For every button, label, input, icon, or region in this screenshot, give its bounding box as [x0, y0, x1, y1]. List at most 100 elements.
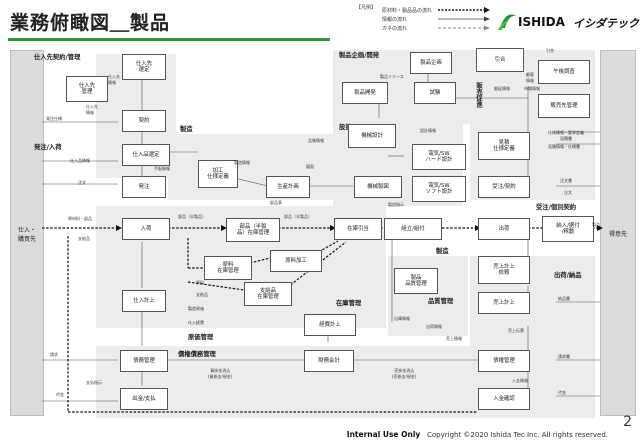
page-number: 2: [623, 414, 632, 430]
box-purchase-select[interactable]: 仕入品選定: [122, 144, 170, 166]
label-delivery-note: 納品書: [558, 296, 570, 301]
label-estimate: 見積書: [560, 136, 572, 141]
box-contract[interactable]: 契約: [122, 110, 166, 132]
label-supplier-info: 仕入先 情報: [86, 104, 98, 115]
label-purchase-info: 仕入先 情報: [108, 74, 120, 85]
section-manufacturing: 製造: [180, 126, 193, 133]
label-spec: 発注仕様: [46, 116, 62, 121]
box-receiving[interactable]: 入荷: [122, 218, 170, 240]
box-raw-processing[interactable]: 原料加工: [270, 250, 322, 272]
business-overview-diagram: 仕入・ 購買先 得意先 仕入先契約/管理 発注/入荷 製造 設計 製品企画/開発…: [8, 46, 638, 422]
legend-money-label: カネの流れ: [382, 26, 408, 32]
title-underline: [8, 38, 330, 41]
label-order-info: 手配情報: [154, 166, 170, 171]
section-manufacturing-2: 製造: [436, 248, 449, 255]
label-material-2: 原料: [196, 280, 204, 285]
legend-heading: 【凡例】: [356, 5, 377, 11]
box-cost-calc[interactable]: 経費計上: [304, 314, 356, 336]
box-debt-mgmt[interactable]: 債務管理: [120, 350, 168, 372]
copyright-text: Copyright ©2020 Ishida Tec Inc. All righ…: [427, 431, 608, 439]
box-test[interactable]: 試験: [414, 82, 456, 104]
box-sales-plan[interactable]: 販売先管理: [538, 94, 590, 118]
box-quote[interactable]: 見積 仕様定義: [478, 132, 530, 160]
label-supply-2: 支給品: [196, 292, 208, 297]
section-sales-promo: 販売促進: [475, 82, 482, 108]
legend-line-samples: [438, 7, 490, 31]
section-shipping: 出荷/納品: [554, 272, 582, 279]
box-mech-manufacture[interactable]: 機械製図: [354, 176, 402, 198]
section-inventory: 在庫管理: [336, 300, 362, 307]
box-product-dev[interactable]: 製品開発: [342, 82, 388, 104]
box-material-inventory[interactable]: 原料 在庫管理: [204, 256, 252, 280]
label-quality: 品質情報: [308, 138, 324, 143]
label-sales-promo: 販促情報: [494, 86, 510, 91]
section-product-planning: 製品企画/開発: [339, 52, 380, 59]
label-receive: 入金情報: [512, 378, 528, 383]
box-supply-inventory[interactable]: 支給品 在庫管理: [244, 282, 292, 306]
brand-name: ISHIDA: [518, 15, 565, 29]
section-quality: 品質管理: [428, 298, 454, 305]
box-delivery[interactable]: 納入/据付 /稼動: [542, 216, 594, 242]
box-product-planning[interactable]: 製品企画: [410, 52, 452, 74]
section-cost: 原価管理: [188, 334, 214, 341]
label-mfg-info: 製造情報: [234, 160, 250, 165]
customer-side-label: 得意先: [608, 231, 627, 238]
box-market-research[interactable]: 午後調査: [538, 60, 590, 84]
label-market: 市場情報: [524, 86, 540, 91]
label-order-form: 注文書: [560, 178, 572, 183]
section-order-receiving: 発注/入荷: [34, 144, 62, 151]
box-supplier-select[interactable]: 仕入先 選定: [122, 54, 166, 80]
label-material-list: 部品表: [270, 200, 282, 205]
box-inquiry[interactable]: 引合: [476, 48, 524, 72]
label-billing: 請求書: [558, 354, 570, 359]
label-estimate-2: 見積情報・仕様書: [548, 144, 580, 149]
label-purchase-req: 仕入品情報: [70, 158, 90, 163]
box-purchase-record[interactable]: 仕入計上: [122, 290, 166, 312]
label-supply: 支給品: [78, 236, 90, 241]
label-order-2: 注文: [564, 190, 572, 195]
box-product-quality[interactable]: 製品 品質管理: [394, 268, 438, 294]
box-parts-inventory[interactable]: 部品（半製 品）在庫管理: [226, 218, 280, 242]
section-receive-order: 受注/個別契約: [536, 204, 577, 211]
box-order-receive[interactable]: 受注/契約: [478, 176, 530, 198]
label-spec-req: 仕様情報・要求定義: [548, 130, 584, 135]
section-debt: 債権債務管理: [178, 351, 216, 358]
box-supplier-mgmt[interactable]: 仕入先 管理: [66, 76, 108, 102]
box-elec-sw[interactable]: 電気/SW ソフト設計: [412, 176, 466, 202]
label-parts-2: 部品（半製品）: [284, 214, 312, 219]
customer-side-bar: 得意先: [600, 50, 636, 416]
box-receipt[interactable]: 入金確認: [478, 388, 530, 410]
label-invoice: 請求: [50, 352, 58, 357]
box-financial[interactable]: 財務会計: [304, 350, 354, 372]
section-purchase-contract: 仕入先契約/管理: [34, 54, 81, 61]
label-inv-report: 出庫情報: [394, 316, 410, 321]
box-payment[interactable]: 出金/支払: [120, 388, 168, 410]
box-production-plan[interactable]: 生産計画: [266, 176, 310, 198]
box-processing-spec[interactable]: 加工 仕様定義: [198, 160, 238, 188]
box-inventory-draw[interactable]: 在庫引当: [334, 218, 382, 240]
box-sales-plan-request[interactable]: 売上計上 依頼: [478, 256, 530, 284]
brand-name-jp: イシダテック: [573, 17, 639, 30]
box-sales-record[interactable]: 売上計上: [478, 292, 530, 314]
box-order[interactable]: 発注: [122, 176, 166, 198]
box-shipment[interactable]: 出荷: [478, 218, 530, 240]
box-mech-design[interactable]: 機械設計: [348, 124, 396, 148]
label-cost-info: 製造原価: [188, 306, 204, 311]
label-shipping-note: 出荷情報: [426, 324, 442, 329]
legend-material-label: 原材料・製品品の流れ: [382, 8, 433, 14]
box-assembly[interactable]: 組立/組付: [384, 218, 442, 240]
label-material: 原材料・部品: [68, 216, 92, 221]
label-cost: 仕入経費: [188, 320, 204, 325]
label-order: 注文: [78, 180, 86, 185]
label-sales-info: 売上伝票: [508, 328, 524, 333]
supplier-side-bar: 仕入・ 購買先: [10, 50, 44, 416]
label-design-info: 設計情報: [420, 128, 436, 133]
box-credit-mgmt[interactable]: 債権管理: [478, 350, 530, 372]
label-parts: 部品（半製品）: [178, 214, 206, 219]
label-product: 製品: [592, 222, 600, 227]
label-sales-data: 顧客 情報: [526, 72, 534, 83]
box-elec-hw[interactable]: 電気/SW ハード設計: [412, 144, 466, 170]
page-title: 業務俯瞰図＿製品: [10, 12, 171, 34]
label-ng: 製造指示: [388, 202, 404, 207]
ishida-logo-icon: [498, 14, 516, 30]
